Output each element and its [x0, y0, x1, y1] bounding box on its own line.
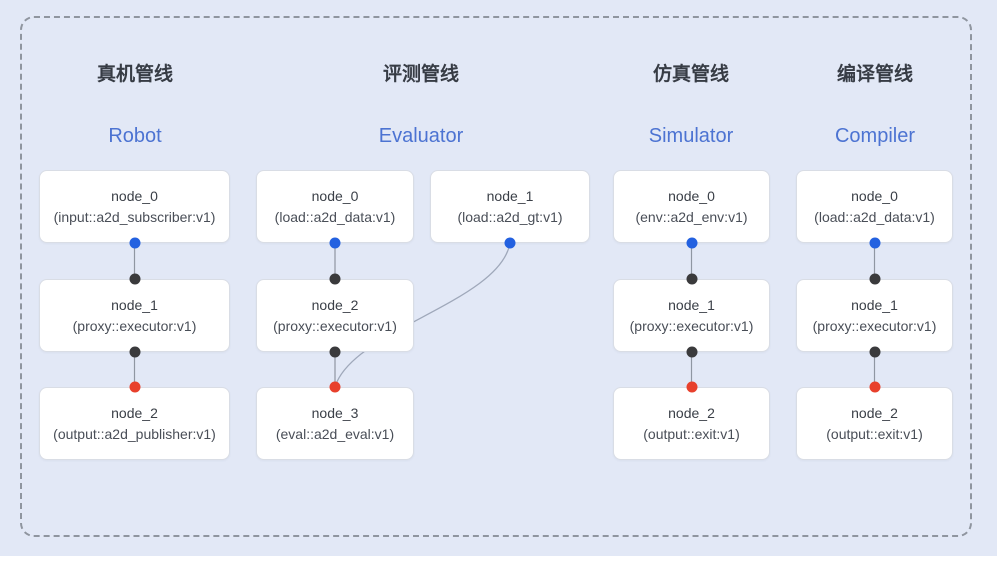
node-card-eval-node0: node_0 (load::a2d_data:v1) — [256, 170, 414, 243]
output-port-dot — [869, 381, 880, 393]
node-type: (proxy::executor:v1) — [72, 317, 197, 334]
node-name: node_2 — [668, 404, 715, 421]
input-port-dot — [329, 237, 341, 249]
pipeline-title-zh-robot: 真机管线 — [96, 64, 173, 85]
node-card-eval-node3: node_3 (eval::a2d_eval:v1) — [256, 387, 414, 460]
pipeline-title-en-compiler: Compiler — [834, 125, 916, 147]
node-card-robot-node0: node_0 (input::a2d_subscriber:v1) — [39, 170, 230, 243]
node-name: node_1 — [111, 296, 158, 313]
node-card-comp-node2: node_2 (output::exit:v1) — [796, 387, 953, 460]
pipeline-title-zh-evaluator: 评测管线 — [382, 64, 459, 85]
internal-port-dot — [329, 346, 341, 358]
node-type: (load::a2d_data:v1) — [274, 208, 396, 225]
node-card-eval-node1: node_1 (load::a2d_gt:v1) — [430, 170, 590, 243]
internal-port-dot — [129, 273, 140, 285]
pipeline-title-en-simulator: Simulator — [648, 125, 734, 147]
node-card-comp-node1: node_1 (proxy::executor:v1) — [796, 279, 953, 352]
node-card-sim-node0: node_0 (env::a2d_env:v1) — [613, 170, 770, 243]
node-type: (proxy::executor:v1) — [273, 317, 397, 334]
output-port-dot — [329, 381, 341, 393]
node-type: (env::a2d_env:v1) — [635, 208, 748, 225]
node-name: node_0 — [851, 187, 898, 204]
pipeline-title-zh-compiler: 编译管线 — [836, 64, 913, 85]
pipeline-title-en-evaluator: Evaluator — [378, 125, 464, 147]
input-port-dot — [129, 237, 140, 249]
node-type: (proxy::executor:v1) — [629, 317, 754, 334]
node-type: (input::a2d_subscriber:v1) — [53, 208, 216, 225]
pipeline-title-en-robot: Robot — [108, 125, 162, 147]
node-name: node_1 — [486, 187, 534, 204]
internal-port-dot — [686, 273, 697, 285]
node-card-eval-node2: node_2 (proxy::executor:v1) — [256, 279, 414, 352]
input-port-dot — [504, 237, 516, 249]
node-type: (output::a2d_publisher:v1) — [53, 425, 216, 442]
node-card-sim-node2: node_2 (output::exit:v1) — [613, 387, 770, 460]
internal-port-dot — [329, 273, 341, 285]
node-type: (output::exit:v1) — [643, 425, 740, 442]
node-name: node_3 — [311, 404, 359, 421]
pipeline-title-zh-simulator: 仿真管线 — [652, 64, 729, 85]
node-card-sim-node1: node_1 (proxy::executor:v1) — [613, 279, 770, 352]
internal-port-dot — [686, 346, 697, 358]
node-name: node_1 — [851, 296, 898, 313]
node-type: (output::exit:v1) — [826, 425, 923, 442]
node-type: (load::a2d_data:v1) — [814, 208, 935, 225]
node-name: node_2 — [111, 404, 158, 421]
node-type: (load::a2d_gt:v1) — [457, 208, 563, 225]
node-card-robot-node2: node_2 (output::a2d_publisher:v1) — [39, 387, 230, 460]
node-name: node_0 — [111, 187, 158, 204]
node-card-robot-node1: node_1 (proxy::executor:v1) — [39, 279, 230, 352]
node-name: node_0 — [311, 187, 359, 204]
output-port-dot — [129, 381, 140, 393]
node-name: node_2 — [311, 296, 359, 313]
internal-port-dot — [869, 346, 880, 358]
node-name: node_2 — [851, 404, 898, 421]
node-type: (eval::a2d_eval:v1) — [275, 425, 395, 442]
internal-port-dot — [129, 346, 140, 358]
node-card-comp-node0: node_0 (load::a2d_data:v1) — [796, 170, 953, 243]
dashed-frame — [20, 16, 972, 537]
bottom-white-strip — [0, 556, 997, 563]
input-port-dot — [869, 237, 880, 249]
node-type: (proxy::executor:v1) — [812, 317, 937, 334]
edge-eval-n1-n3-curve — [334, 242, 511, 388]
internal-port-dot — [869, 273, 880, 285]
node-name: node_0 — [668, 187, 715, 204]
output-port-dot — [686, 381, 697, 393]
node-name: node_1 — [668, 296, 715, 313]
input-port-dot — [686, 237, 697, 249]
